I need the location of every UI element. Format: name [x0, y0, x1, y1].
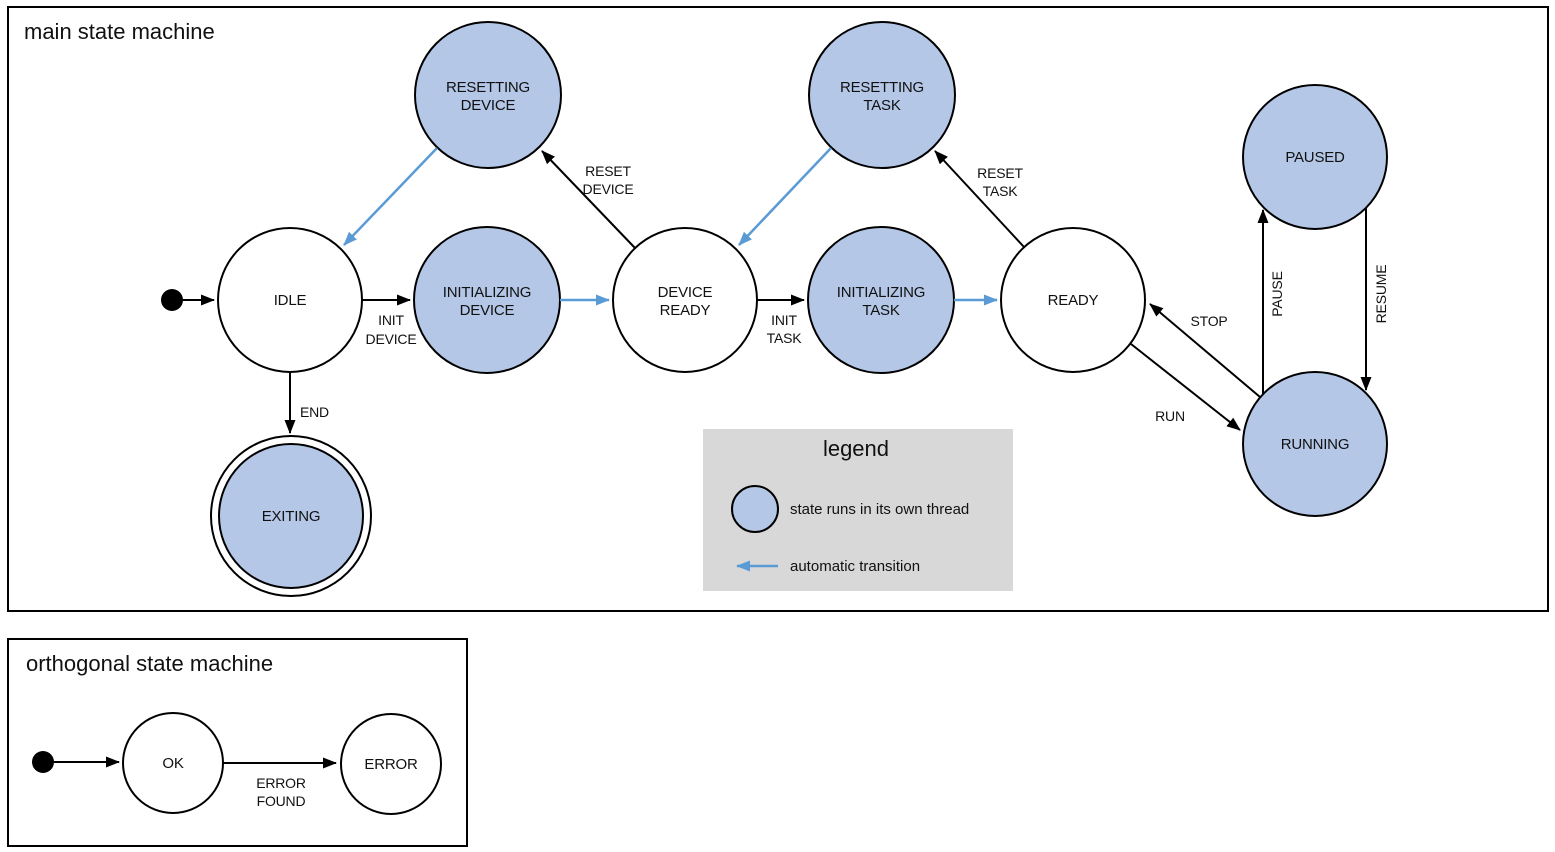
state-exiting-label: EXITING — [262, 508, 321, 525]
transition-reset-device-label: DEVICE — [583, 181, 634, 197]
transition-resume-label: RESUME — [1373, 265, 1389, 324]
main-title: main state machine — [24, 19, 215, 44]
orthogonal-state-machine: orthogonal state machine OK ERROR ERROR … — [7, 638, 468, 847]
state-resetting-device-circle — [414, 21, 562, 169]
transition-reset-device — [541, 150, 636, 249]
transition-pause-label: PAUSE — [1269, 271, 1285, 316]
state-running-label: RUNNING — [1281, 436, 1350, 453]
state-paused-label: PAUSED — [1285, 149, 1345, 166]
transition-reset-device-label: RESET — [585, 163, 631, 179]
transition-stop-label: STOP — [1190, 313, 1227, 329]
state-device-ready-label: READY — [660, 302, 711, 319]
transition-stop — [1149, 303, 1261, 398]
state-error-circle — [340, 713, 442, 815]
state-exiting-inner-circle — [218, 443, 364, 589]
legend-title: legend — [823, 436, 889, 461]
orthogonal-title: orthogonal state machine — [26, 651, 273, 676]
transition-init-task-label: INIT — [771, 312, 797, 328]
state-initializing-device-label: INITIALIZING — [443, 284, 531, 301]
state-initializing-task-label: TASK — [862, 302, 899, 319]
transition-run — [1130, 343, 1241, 431]
state-ready-label: READY — [1048, 292, 1099, 309]
transition-init-task-label: TASK — [767, 330, 803, 346]
state-ok-label: OK — [162, 755, 183, 772]
legend-threaded-state-icon — [731, 485, 779, 533]
orthogonal-initial-state-dot — [32, 751, 54, 773]
state-ready-circle — [1000, 227, 1146, 373]
state-device-ready-label: DEVICE — [658, 284, 713, 301]
state-initializing-task-label: INITIALIZING — [837, 284, 925, 301]
orthogonal-frame — [7, 638, 468, 847]
transition-reset-task-label: TASK — [983, 183, 1019, 199]
transition-run-label: RUN — [1155, 408, 1185, 424]
transition-error-found-label: ERROR — [256, 775, 306, 791]
state-paused-circle — [1242, 84, 1388, 230]
auto-transition-resetting-device-to-idle — [343, 147, 438, 246]
state-error-label: ERROR — [364, 756, 418, 773]
transition-end-label: END — [300, 404, 329, 420]
transition-init-device-label: INIT — [378, 312, 404, 328]
legend-automatic-transition-label: automatic transition — [790, 558, 920, 575]
main-frame — [7, 6, 1549, 612]
state-resetting-task-circle — [808, 21, 956, 169]
transition-reset-task — [934, 150, 1025, 248]
legend: legend state runs in its own thread auto… — [703, 429, 1013, 591]
state-initializing-device-label: DEVICE — [460, 302, 515, 319]
legend-threaded-state-label: state runs in its own thread — [790, 501, 969, 518]
transition-error-found-label: FOUND — [257, 793, 306, 809]
transition-init-device-label: DEVICE — [366, 331, 417, 347]
state-resetting-task-label: TASK — [863, 97, 900, 114]
state-resetting-task-label: RESETTING — [840, 79, 924, 96]
state-resetting-device-label: DEVICE — [461, 97, 516, 114]
main-state-machine: main state machine RESETTING DEV — [7, 6, 1549, 612]
state-resetting-device-label: RESETTING — [446, 79, 530, 96]
state-idle-label: IDLE — [274, 292, 307, 309]
state-running-circle — [1242, 371, 1388, 517]
transition-reset-task-label: RESET — [977, 165, 1023, 181]
auto-transition-resetting-task-to-device-ready — [738, 147, 832, 246]
initial-state-dot — [161, 289, 183, 311]
